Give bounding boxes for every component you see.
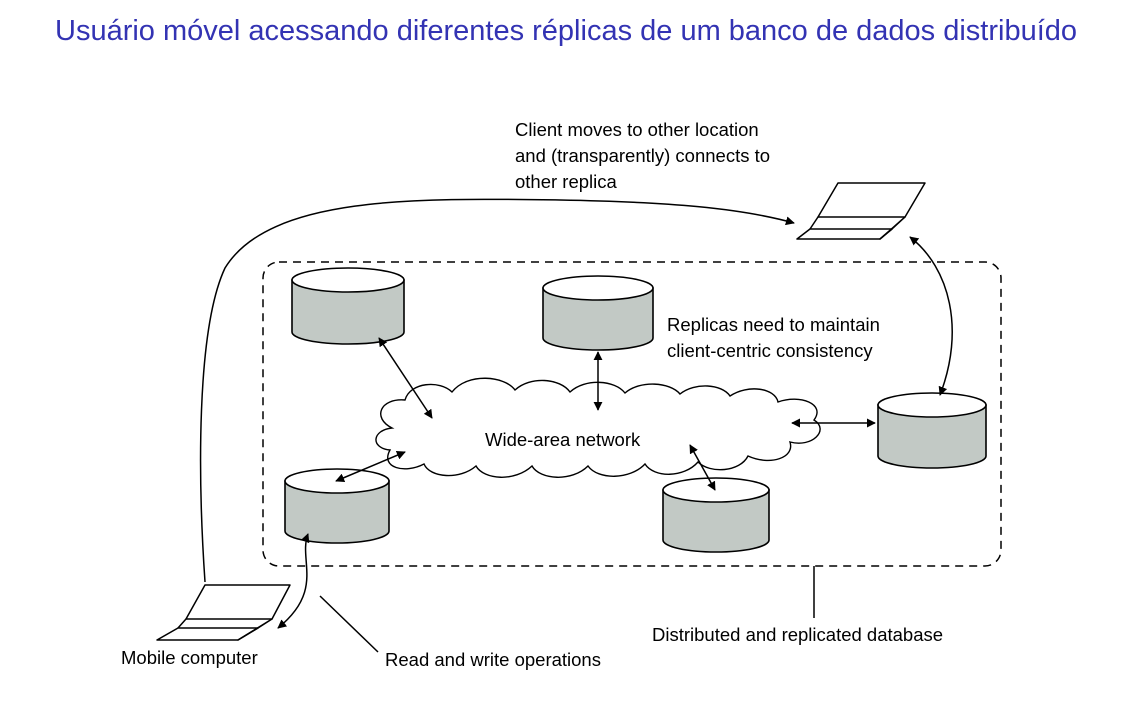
database-icon [877, 392, 987, 469]
database-icon [662, 477, 770, 553]
laptop-icon [796, 182, 926, 240]
slide-title: Usuário móvel acessando diferentes répli… [55, 15, 1078, 47]
database-boundary [262, 261, 1002, 567]
read-write-label: Read and write operations [385, 649, 601, 670]
database-icon [291, 267, 405, 345]
client-moves-label-line-1: Client moves to other location [515, 119, 759, 140]
network-label: Wide-area network [485, 429, 641, 450]
database-icon [542, 275, 654, 351]
database-label: Distributed and replicated database [652, 624, 943, 645]
mobile-computer-label: Mobile computer [121, 647, 258, 668]
client-moves-label-line-3: other replica [515, 171, 618, 192]
client-moves-label-line-2: and (transparently) connects to [515, 145, 770, 166]
replicas-label-line-1: Replicas need to maintain [667, 314, 880, 335]
replicas-label-line-2: client-centric consistency [667, 340, 873, 361]
laptop-icon [156, 584, 291, 641]
